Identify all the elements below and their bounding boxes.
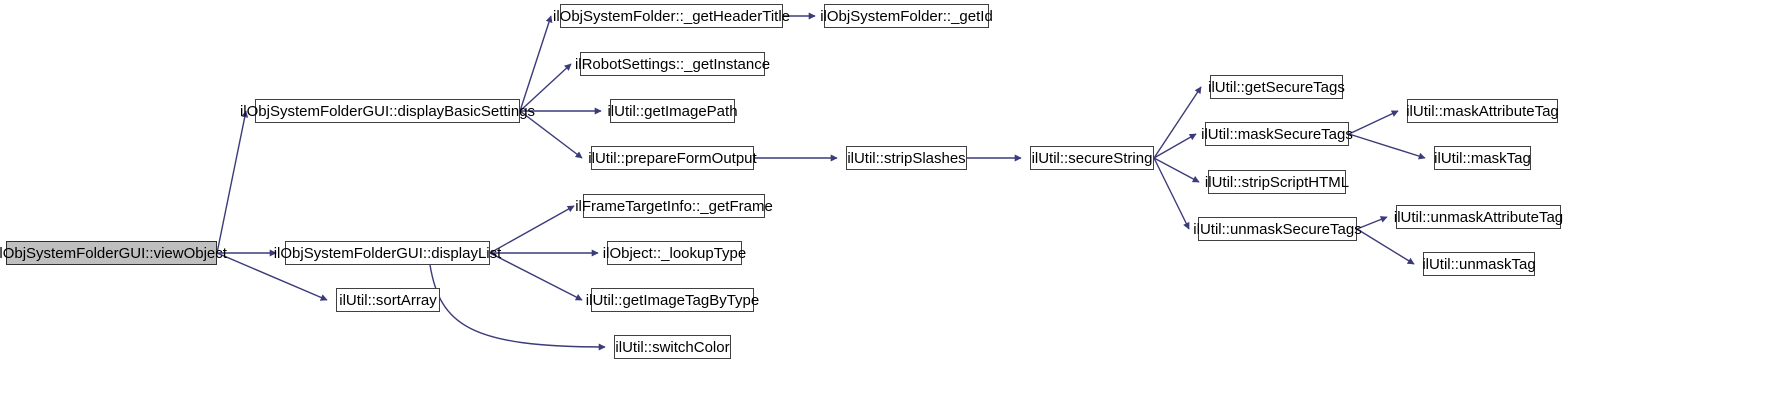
graph-node-getId[interactable]: ilObjSystemFolder::_getId	[820, 4, 993, 28]
graph-node-lookupType[interactable]: ilObject::_lookupType	[603, 241, 746, 265]
graph-edge-displayList-to-switchColor	[429, 264, 606, 351]
graph-node-getFrame[interactable]: ilFrameTargetInfo::_getFrame	[575, 194, 773, 218]
graph-node-displayList[interactable]: ilObjSystemFolderGUI::displayList	[274, 241, 501, 265]
graph-node-secureString[interactable]: ilUtil::secureString	[1030, 146, 1154, 170]
graph-edge-secureString-to-stripScriptHTML	[1153, 157, 1200, 183]
graph-edge-displayBasicSettings-to-getHeaderTitle	[519, 15, 553, 112]
graph-node-displayBasicSettings[interactable]: ilObjSystemFolderGUI::displayBasicSettin…	[240, 99, 535, 123]
graph-node-stripScriptHTML[interactable]: ilUtil::stripScriptHTML	[1205, 170, 1349, 194]
graph-edge-maskSecureTags-to-maskAttributeTag	[1348, 110, 1399, 135]
graph-node-getSecureTags[interactable]: ilUtil::getSecureTags	[1208, 75, 1345, 99]
graph-edge-displayList-to-getFrame	[489, 205, 575, 254]
graph-node-stripSlashes[interactable]: ilUtil::stripSlashes	[846, 146, 967, 170]
graph-node-maskSecureTags[interactable]: ilUtil::maskSecureTags	[1201, 122, 1353, 146]
graph-edge-secureString-to-unmaskSecureTags	[1153, 157, 1190, 230]
graph-edge-viewObject-to-displayBasicSettings	[216, 110, 249, 254]
graph-node-getImagePath[interactable]: ilUtil::getImagePath	[607, 99, 738, 123]
graph-node-getHeaderTitle[interactable]: ilObjSystemFolder::_getHeaderTitle	[553, 4, 790, 28]
graph-edge-maskSecureTags-to-maskTag	[1348, 133, 1426, 160]
graph-node-sortArray[interactable]: ilUtil::sortArray	[336, 288, 440, 312]
graph-node-maskTag[interactable]: ilUtil::maskTag	[1434, 146, 1531, 170]
graph-node-getImageTagByType[interactable]: ilUtil::getImageTagByType	[586, 288, 759, 312]
graph-node-unmaskSecureTags[interactable]: ilUtil::unmaskSecureTags	[1193, 217, 1362, 241]
graph-edge-secureString-to-maskSecureTags	[1153, 133, 1197, 159]
graph-node-prepareFormOutput[interactable]: ilUtil::prepareFormOutput	[588, 146, 757, 170]
graph-edge-secureString-to-getSecureTags	[1153, 86, 1202, 159]
graph-node-getInstance[interactable]: ilRobotSettings::_getInstance	[575, 52, 770, 76]
graph-edge-unmaskSecureTags-to-unmaskTag	[1356, 228, 1415, 265]
graph-node-unmaskTag[interactable]: ilUtil::unmaskTag	[1422, 252, 1536, 276]
graph-node-maskAttributeTag[interactable]: ilUtil::maskAttributeTag	[1406, 99, 1559, 123]
graph-node-unmaskAttributeTag[interactable]: ilUtil::unmaskAttributeTag	[1394, 205, 1563, 229]
graph-node-viewObject[interactable]: ilObjSystemFolderGUI::viewObject	[0, 241, 227, 265]
graph-edge-displayList-to-getImageTagByType	[489, 252, 583, 301]
graph-node-switchColor[interactable]: ilUtil::switchColor	[614, 335, 731, 359]
